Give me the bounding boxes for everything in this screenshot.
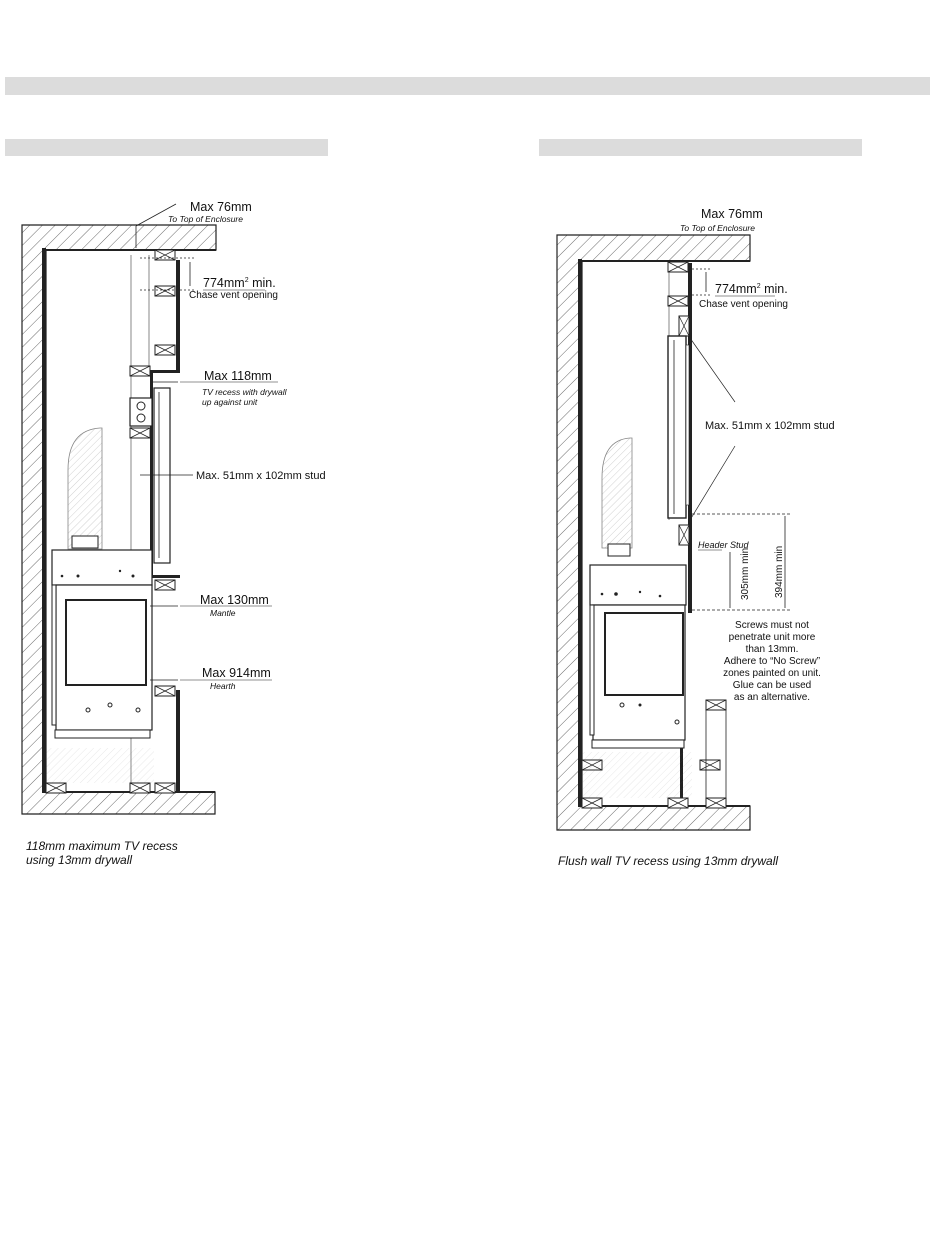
- right-chase-wall: [688, 263, 692, 613]
- note-line1: Screws must not: [735, 620, 809, 631]
- right-diagram: Max 76mm To Top of Enclosure 774mm2 min.…: [556, 207, 835, 868]
- right-screw-note: Screws must not penetrate unit more than…: [723, 620, 821, 703]
- right-dim-305: 305mm min: [740, 548, 751, 600]
- svg-text:774mm2 min.: 774mm2 min.: [715, 282, 788, 296]
- left-vent-pipe: [67, 427, 103, 550]
- left-recess-sub1: TV recess with drywall: [202, 387, 288, 397]
- right-fireplace-unit: [589, 564, 687, 606]
- right-max-top: Max 76mm: [701, 207, 763, 221]
- right-vent-label: Chase vent opening: [699, 299, 788, 310]
- left-recess-sub2: up against unit: [202, 397, 258, 407]
- note-line4: Adhere to “No Screw”: [724, 656, 820, 667]
- left-diagram: Max 76mm To Top of Enclosure 774mm2 min.…: [21, 200, 326, 867]
- left-vent-sup: 2: [245, 277, 249, 284]
- right-section-band: [539, 139, 862, 156]
- right-vent-min: min.: [761, 282, 788, 296]
- right-dim-394: 394mm min: [774, 546, 785, 598]
- note-line6: Glue can be used: [733, 680, 811, 691]
- header-band: [5, 77, 930, 95]
- left-stud-label: Max. 51mm x 102mm stud: [196, 470, 326, 482]
- note-line7: as an alternative.: [734, 692, 810, 703]
- right-caption: Flush wall TV recess using 13mm drywall: [558, 854, 778, 868]
- left-mantle-label: Mantle: [210, 608, 236, 618]
- left-hearth-max: Max 914mm: [202, 666, 271, 680]
- left-chase-wall: [176, 260, 180, 370]
- left-recess-max: Max 118mm: [204, 369, 272, 383]
- right-max-top-sub: To Top of Enclosure: [680, 223, 755, 233]
- right-vent-sup: 2: [757, 283, 761, 290]
- right-vent-area: 774mm: [715, 282, 757, 296]
- right-stud-label: Max. 51mm x 102mm stud: [705, 420, 835, 432]
- left-vent-label: Chase vent opening: [189, 290, 278, 301]
- note-line3: than 13mm.: [746, 644, 799, 655]
- right-vent-pipe: [601, 437, 633, 549]
- left-tv: [153, 387, 171, 564]
- outlet-box: [129, 397, 153, 427]
- svg-text:774mm2 min.: 774mm2 min.: [203, 276, 276, 290]
- left-vent-min: min.: [249, 276, 276, 290]
- left-vent-area: 774mm: [203, 276, 245, 290]
- right-header-stud: Header Stud: [698, 540, 750, 550]
- left-section-band: [5, 139, 328, 156]
- left-max-top: Max 76mm: [190, 200, 252, 214]
- right-tv: [667, 335, 687, 519]
- left-hearth-label: Hearth: [210, 681, 236, 691]
- note-line5: zones painted on unit.: [723, 668, 821, 679]
- right-firebox-glass: [604, 612, 684, 696]
- left-firebox-glass: [65, 599, 147, 686]
- left-caption-line2: using 13mm drywall: [26, 853, 132, 867]
- left-max-top-sub: To Top of Enclosure: [168, 214, 243, 224]
- note-line2: penetrate unit more: [729, 632, 816, 643]
- left-caption-line1: 118mm maximum TV recess: [26, 839, 178, 853]
- left-mantle-max: Max 130mm: [200, 593, 269, 607]
- left-fireplace-unit: [51, 549, 153, 586]
